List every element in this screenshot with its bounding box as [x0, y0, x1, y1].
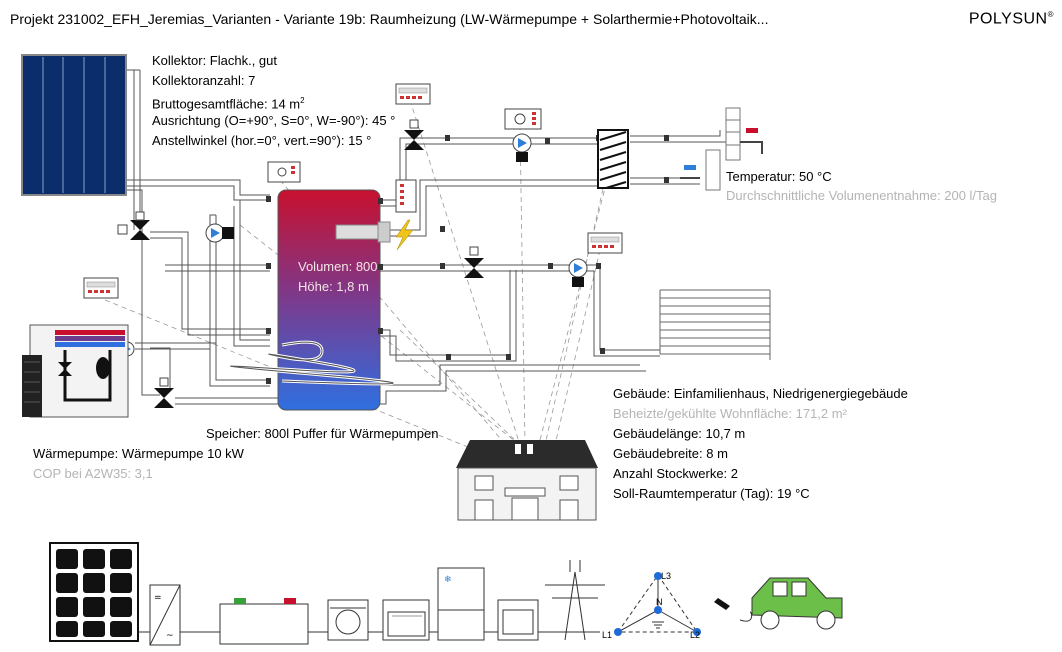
phase-l2-label: L2 [690, 630, 700, 640]
pump-icon[interactable] [568, 258, 588, 287]
building-length: Gebäudelänge: 10,7 m [613, 426, 746, 441]
building-type: Gebäude: Einfamilienhaus, Niedrigenergie… [613, 386, 908, 401]
svg-text:=: = [154, 593, 162, 603]
inverter-icon[interactable]: = ~ [149, 584, 181, 646]
phase-l3-label: L3 [661, 571, 671, 581]
tank-height: Höhe: 1,8 m [298, 279, 369, 294]
floor-heating-icon[interactable] [659, 289, 771, 360]
controller-icon[interactable] [395, 83, 431, 105]
phase-l1-label: L1 [602, 630, 612, 640]
tank-volume: Volumen: 800 [298, 259, 378, 274]
pump-icon[interactable] [205, 223, 234, 243]
building-floors: Anzahl Stockwerke: 2 [613, 466, 739, 481]
project-title: Projekt 231002_EFH_Jeremias_Varianten - … [10, 11, 769, 27]
controller-icon[interactable] [395, 179, 417, 213]
three-phase-grid-icon: L3 L1 L2 N [602, 571, 701, 640]
storage-tank[interactable] [229, 189, 395, 411]
neutral-label: N [656, 597, 663, 607]
heat-pump-icon[interactable] [22, 324, 129, 418]
tank-caption: Speicher: 800l Puffer für Wärmepumpen [206, 426, 439, 441]
washing-machine-icon[interactable] [327, 599, 369, 641]
battery-icon[interactable] [219, 598, 309, 645]
fridge-icon[interactable]: ❄ [437, 567, 485, 641]
svg-text:❄: ❄ [444, 575, 452, 585]
solar-collector-icon[interactable] [21, 54, 127, 196]
pv-module-icon[interactable] [49, 542, 139, 642]
heat-exchanger-icon[interactable] [597, 129, 629, 189]
heat-pump-name: Wärmepumpe: Wärmepumpe 10 kW [33, 446, 244, 461]
valve-icon[interactable] [404, 119, 424, 150]
building-area: Beheizte/gekühlte Wohnfläche: 171,2 m² [613, 406, 847, 421]
building-width: Gebäudebreite: 8 m [613, 446, 728, 461]
collector-type: Kollektor: Flachk., gut [152, 53, 277, 68]
building-setpoint: Soll-Raumtemperatur (Tag): 19 °C [613, 486, 810, 501]
dhw-consumption: Durchschnittliche Volumenentnahme: 200 l… [726, 188, 997, 203]
electric-car-icon[interactable] [714, 577, 843, 630]
lightning-icon [395, 219, 414, 251]
power-pylon-icon[interactable] [545, 560, 605, 641]
brand-logo: POLYSUN® [968, 10, 1054, 28]
valve-icon[interactable] [154, 377, 174, 408]
house-icon[interactable] [456, 440, 598, 521]
dishwasher-icon[interactable] [382, 599, 430, 641]
tap-icon[interactable] [680, 107, 763, 191]
pipes [127, 69, 727, 405]
oven-icon[interactable] [497, 599, 539, 641]
dhw-temperature: Temperatur: 50 °C [726, 169, 832, 184]
valve-icon[interactable] [117, 211, 150, 240]
controller-icon[interactable] [83, 277, 119, 299]
heat-pump-cop: COP bei A2W35: 3,1 [33, 466, 153, 481]
svg-text:~: ~ [166, 631, 174, 641]
collector-area: Bruttogesamtfläche: 14 m2 [152, 96, 305, 112]
sensor-lines [104, 99, 621, 461]
collector-count: Kollektoranzahl: 7 [152, 73, 256, 88]
pump-icon[interactable] [512, 133, 532, 162]
collector-tilt: Anstellwinkel (hor.=0°, vert.=90°): 15 ° [152, 133, 372, 148]
controller-icon[interactable] [267, 161, 301, 183]
controller-icon[interactable] [504, 108, 542, 130]
collector-orientation: Ausrichtung (O=+90°, S=0°, W=-90°): 45 ° [152, 113, 396, 128]
controller-icon[interactable] [587, 232, 623, 254]
valve-icon[interactable] [464, 246, 484, 278]
